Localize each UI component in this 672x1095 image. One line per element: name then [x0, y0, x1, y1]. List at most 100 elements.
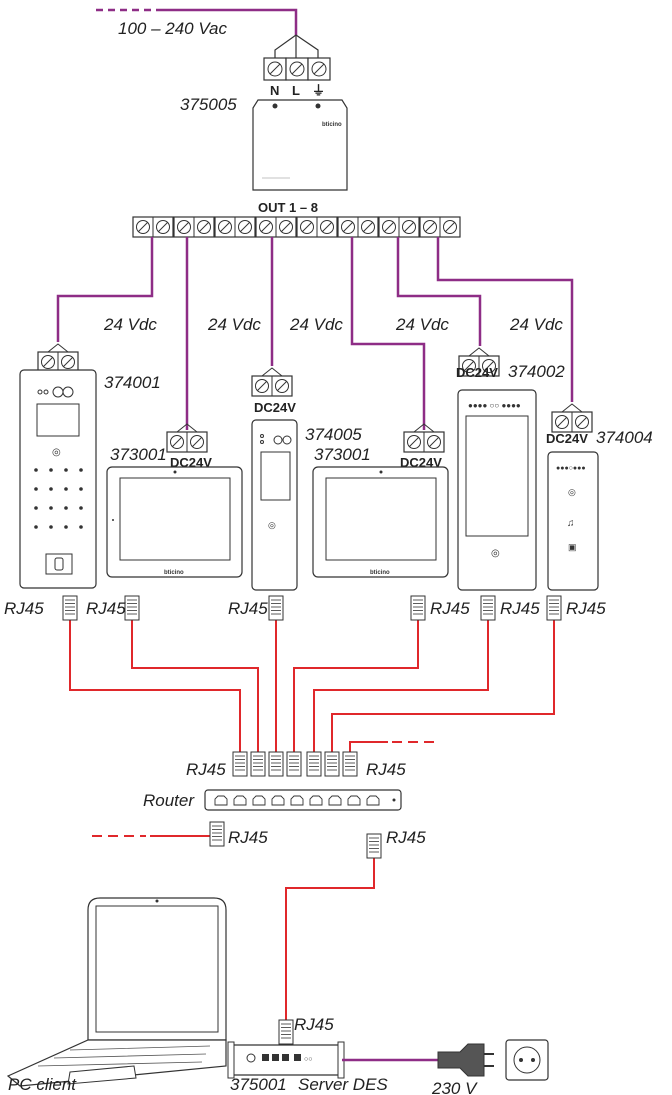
- dc24v-terminal-blocks: [37, 343, 593, 453]
- device-code-373001-b: 373001: [314, 445, 371, 464]
- mains-terminal-block: [263, 57, 331, 81]
- router: Router: [143, 789, 402, 811]
- pc-client-label: PC client: [8, 1075, 77, 1094]
- dc-terminal-374001: [37, 343, 79, 373]
- power-supply-code: 375005: [180, 95, 237, 114]
- mains-230v-label: 230 V: [431, 1079, 478, 1095]
- server-code: 375001: [230, 1075, 287, 1094]
- rj45-connector-8: [250, 751, 266, 777]
- device-373001-monitor-a: bticino 373001: [106, 445, 243, 578]
- rj45-connector-11: [306, 751, 322, 777]
- output-terminal-8: [419, 216, 461, 238]
- rj45-connector-15: [366, 833, 382, 859]
- device-373001-monitor-b: bticino 373001: [312, 445, 449, 578]
- svg-text:bticino: bticino: [370, 570, 390, 576]
- output-terminal-7: [378, 216, 420, 238]
- rj45-label-router-right: RJ45: [366, 760, 406, 779]
- svg-text:◎: ◎: [568, 487, 576, 497]
- rj45-label-pc: RJ45: [228, 828, 268, 847]
- svg-text:●●●○●●●: ●●●○●●●: [556, 465, 586, 472]
- terminal-n-label: N: [270, 83, 279, 98]
- dc-label-374005: DC24V: [254, 400, 296, 415]
- output-terminal-5: [296, 216, 338, 238]
- svg-text:◎: ◎: [268, 520, 276, 530]
- power-supply-375005: 375005 bticino OUT 1 – 8: [180, 95, 348, 215]
- keypad-grid: [34, 468, 83, 529]
- rj45-connector-10: [286, 751, 302, 777]
- svg-text:●●●● ○○ ●●●●: ●●●● ○○ ●●●●: [468, 401, 521, 410]
- dc-terminal-373001-b: [403, 423, 445, 453]
- device-code-374002: 374002: [508, 362, 565, 381]
- device-374002-touch-panel: ●●●● ○○ ●●●● ◎ 374002: [457, 362, 565, 591]
- lan-cables: [69, 612, 555, 1040]
- device-374001-keypad-panel: ◎ 374001: [19, 369, 161, 589]
- power-supply-outputs-label: OUT 1 – 8: [258, 200, 318, 215]
- wire-label-1: 24 Vdc: [103, 315, 157, 334]
- rj45-connectors: [62, 595, 562, 1045]
- svg-text:bticino: bticino: [164, 570, 184, 576]
- rj45-connector-4: [410, 595, 426, 621]
- output-terminal-4: [255, 216, 297, 238]
- dc-label-373001-b: DC24V: [400, 455, 442, 470]
- rj45-label-374002: RJ45: [500, 599, 540, 618]
- device-374005-entrance-panel: ◎ 374005: [251, 419, 362, 591]
- rj45-connector-7: [232, 751, 248, 777]
- device-374004-slim-panel: ●●●○●●● ◎ ♫ ▣ 374004: [547, 428, 653, 591]
- device-code-374005: 374005: [305, 425, 362, 444]
- rj45-connector-12: [324, 751, 340, 777]
- server-des-375001: ○○ 375001 Server DES: [227, 1041, 388, 1094]
- mains-voltage-label: 100 – 240 Vac: [118, 19, 228, 38]
- wire-label-3: 24 Vdc: [289, 315, 343, 334]
- wire-label-5: 24 Vdc: [509, 315, 563, 334]
- rj45-label-374001: RJ45: [4, 599, 44, 618]
- rj45-label-373001-a: RJ45: [86, 599, 126, 618]
- dc-label-374002: DC24V: [456, 365, 498, 380]
- rj45-connector-6: [546, 595, 562, 621]
- output-terminal-6: [337, 216, 379, 238]
- output-terminal-3: [214, 216, 256, 238]
- device-code-374004: 374004: [596, 428, 653, 447]
- wire-label-2: 24 Vdc: [207, 315, 261, 334]
- svg-text:▣: ▣: [568, 542, 577, 552]
- terminal-earth-label: ⏚: [312, 83, 325, 98]
- server-name: Server DES: [298, 1075, 388, 1094]
- power-supply-brand: bticino: [322, 122, 342, 128]
- router-label: Router: [143, 791, 195, 810]
- rj45-connector-14: [209, 821, 225, 847]
- rj45-label-server: RJ45: [294, 1015, 334, 1034]
- rj45-connector-5: [480, 595, 496, 621]
- wire-label-4: 24 Vdc: [395, 315, 449, 334]
- svg-text:○○: ○○: [304, 1056, 312, 1063]
- terminal-l-label: L: [292, 83, 300, 98]
- output-terminal-strip: [132, 216, 461, 238]
- svg-text:♫: ♫: [567, 518, 575, 529]
- rj45-label-router-left: RJ45: [186, 760, 226, 779]
- mains-input: 100 – 240 Vac N L ⏚: [96, 8, 331, 98]
- dc-terminal-374002: [458, 347, 500, 377]
- rj45-connector-1: [62, 595, 78, 621]
- rj45-connector-2: [124, 595, 140, 621]
- dc-terminal-374005: [251, 367, 293, 397]
- rj45-connector-16: [278, 1019, 294, 1045]
- svg-text:◎: ◎: [52, 447, 61, 458]
- rj45-label-374004: RJ45: [566, 599, 606, 618]
- dc-terminal-373001-a: [166, 423, 208, 453]
- output-terminal-1: [132, 216, 174, 238]
- dc-label-374004: DC24V: [546, 431, 588, 446]
- pc-client-laptop: PC client: [6, 897, 227, 1094]
- output-terminal-2: [173, 216, 215, 238]
- mains-plug: 230 V: [342, 1039, 549, 1095]
- dc-label-373001-a: DC24V: [170, 455, 212, 470]
- device-code-373001-a: 373001: [110, 445, 167, 464]
- rj45-connector-3: [268, 595, 284, 621]
- rj45-label-374005: RJ45: [228, 599, 268, 618]
- rj45-label-373001-b: RJ45: [430, 599, 470, 618]
- rj45-label-server-uplink: RJ45: [386, 828, 426, 847]
- mains-wire-split: [274, 34, 319, 60]
- rj45-connector-9: [268, 751, 284, 777]
- svg-text:◎: ◎: [491, 548, 500, 559]
- device-code-374001: 374001: [104, 373, 161, 392]
- power-wires: [56, 237, 574, 430]
- rj45-connector-13: [342, 751, 358, 777]
